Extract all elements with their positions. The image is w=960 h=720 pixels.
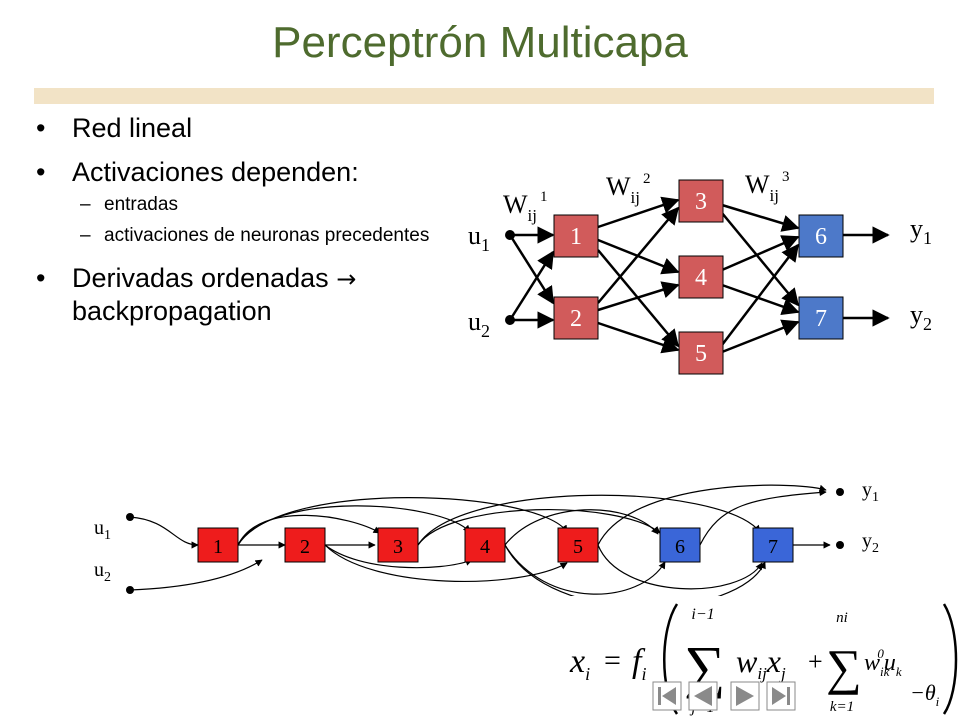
input-label-u1: u1 xyxy=(468,221,490,255)
sub-bullet-text: entradas xyxy=(104,194,178,215)
chain-node-7: 7 xyxy=(752,527,794,563)
formula-equals: = xyxy=(604,644,621,677)
formula-theta: −θi xyxy=(910,680,940,709)
bullet-item: • Derivadas ordenadas → backpropagation xyxy=(34,262,434,327)
svg-text:6: 6 xyxy=(675,536,685,558)
neuron-label: 2 xyxy=(570,306,582,332)
sub-bullet-dash: – xyxy=(80,194,91,215)
output-label-y1: y1 xyxy=(910,214,932,248)
first-icon[interactable] xyxy=(652,681,682,711)
chain-node-5: 5 xyxy=(557,527,599,563)
neuron-5: 5 xyxy=(678,331,724,375)
neuron-box xyxy=(798,214,844,258)
neuron-1: 1 xyxy=(553,214,599,258)
bullet-list: • Red lineal • Activaciones dependen: – … xyxy=(34,112,434,339)
chain-node-3: 3 xyxy=(377,527,419,563)
sub-bullet-dash: – xyxy=(80,225,91,246)
chain-label-y2: y2 xyxy=(862,530,879,556)
chain-node-2: 2 xyxy=(284,527,326,563)
sum-symbol-2: ∑ xyxy=(826,639,862,695)
bullet-dot: • xyxy=(36,263,46,293)
sum1-upper: i−1 xyxy=(691,606,714,623)
neuron-box xyxy=(678,331,724,375)
svg-text:4: 4 xyxy=(480,536,490,558)
sub-bullet-text: activaciones de neuronas precedentes xyxy=(104,225,430,246)
term2: wik0uk xyxy=(864,646,902,679)
chain-label-u2: u2 xyxy=(94,559,111,585)
svg-text:5: 5 xyxy=(573,536,583,558)
input-label-u2: u2 xyxy=(468,307,490,341)
neuron-3: 3 xyxy=(678,179,724,223)
input-node-u2 xyxy=(505,315,515,325)
svg-text:7: 7 xyxy=(768,536,778,558)
neuron-box xyxy=(553,214,599,258)
neuron-box xyxy=(798,296,844,340)
sub-bullet-item: – activaciones de neuronas precedentes xyxy=(34,223,434,248)
bullet-text: Red lineal xyxy=(72,113,193,143)
chain-node-1: 1 xyxy=(197,527,239,563)
bullet-dot: • xyxy=(36,113,46,143)
bullet-text: Derivadas ordenadas xyxy=(72,263,329,293)
neuron-box xyxy=(678,179,724,223)
last-icon[interactable] xyxy=(766,681,796,711)
neuron-label: 3 xyxy=(695,189,707,215)
neuron-box xyxy=(553,296,599,340)
weight-label-2: Wij2 xyxy=(606,171,651,207)
neuron-label: 6 xyxy=(815,224,827,250)
output-label-y2: y2 xyxy=(910,300,932,334)
sum2-lower: k=1 xyxy=(830,699,854,715)
neuron-7: 7 xyxy=(798,296,844,340)
bullet-item: • Red lineal xyxy=(34,112,434,144)
chain-label-u1: u1 xyxy=(94,517,111,543)
neuron-6: 6 xyxy=(798,214,844,258)
weight-label-1: Wij1 xyxy=(503,189,548,225)
chain-output-y2 xyxy=(836,541,844,549)
formula-plus: + xyxy=(808,647,823,676)
chain-input-u1 xyxy=(126,513,134,521)
svg-text:1: 1 xyxy=(213,536,223,558)
neuron-2: 2 xyxy=(553,296,599,340)
chain-input-u2 xyxy=(126,586,134,594)
svg-text:2: 2 xyxy=(300,536,310,558)
bullet-text-continuation: backpropagation xyxy=(72,296,272,326)
neuron-box xyxy=(678,255,724,299)
title-underline xyxy=(34,88,934,104)
weight-label-3: Wij3 xyxy=(745,169,790,205)
right-arrow-icon: → xyxy=(336,265,357,293)
formula-lhs: xi xyxy=(569,643,590,684)
chain-label-y1: y1 xyxy=(862,479,879,505)
neuron-label: 5 xyxy=(695,341,707,367)
sum2-upper: ni xyxy=(836,610,848,626)
neuron-4: 4 xyxy=(678,255,724,299)
next-icon[interactable] xyxy=(730,681,760,711)
previous-icon[interactable] xyxy=(688,681,718,711)
svg-text:3: 3 xyxy=(393,536,403,558)
bullet-text: Activaciones dependen: xyxy=(72,157,359,187)
sub-bullet-item: – entradas xyxy=(34,192,434,217)
neuron-label: 1 xyxy=(570,224,582,250)
right-paren-icon xyxy=(942,603,958,715)
neuron-label: 4 xyxy=(695,265,707,291)
slide-title: Perceptrón Multicapa xyxy=(272,18,688,67)
chain-node-4: 4 xyxy=(464,527,506,563)
bullet-item: • Activaciones dependen: xyxy=(34,156,434,188)
chain-output-y1 xyxy=(836,488,844,496)
chain-node-6: 6 xyxy=(659,527,701,563)
neuron-label: 7 xyxy=(815,306,827,332)
bullet-dot: • xyxy=(36,157,46,187)
term1: wijxj xyxy=(736,643,786,683)
input-node-u1 xyxy=(505,230,515,240)
